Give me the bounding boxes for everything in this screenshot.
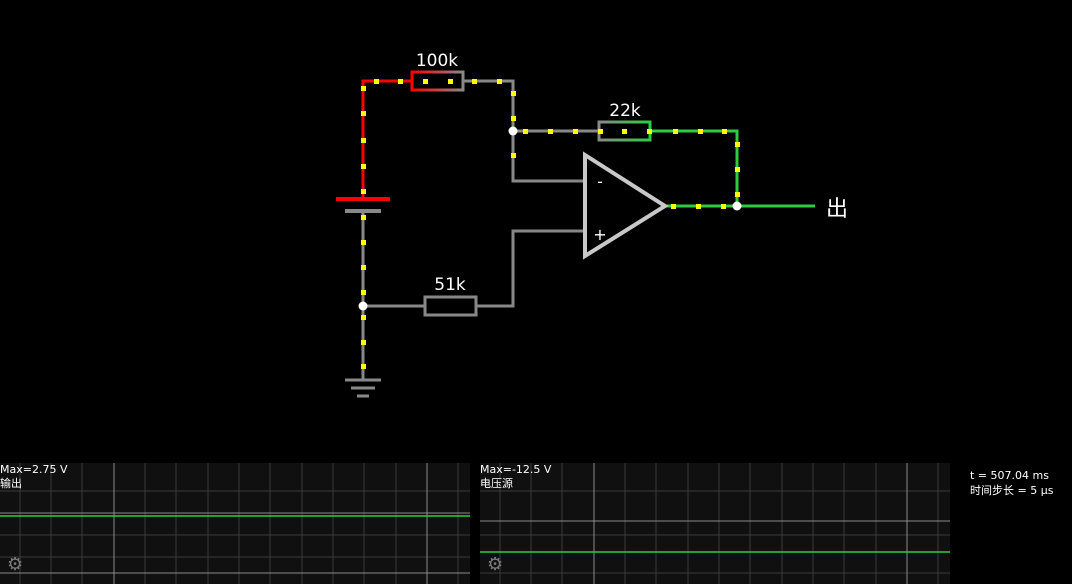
sim-timestep: 时间步长 = 5 μs: [970, 484, 1054, 497]
scope-output-gear-icon[interactable]: ⚙: [7, 554, 24, 575]
output-label: 出: [826, 197, 848, 222]
node-ground-rail: [358, 301, 368, 311]
scope-voltage-source-name: 电压源: [480, 477, 513, 490]
scope-voltage-source-grid: [480, 463, 950, 584]
scope-voltage-source[interactable]: Max=-12.5 V 电压源 ⚙: [480, 463, 950, 584]
node-output: [732, 201, 742, 211]
opamp-noninverting-label: +: [593, 225, 606, 244]
resistor-51k[interactable]: [423, 295, 478, 317]
wire-output[interactable]: [650, 129, 815, 208]
current-dots: [361, 79, 740, 369]
wire-battery-top[interactable]: [361, 79, 412, 197]
resistor-100k[interactable]: [410, 70, 465, 92]
scope-output-grid: [0, 463, 470, 584]
scope-output-max: Max=2.75 V: [0, 463, 68, 476]
ground-symbol[interactable]: [345, 378, 381, 398]
wire-gray[interactable]: [361, 79, 599, 380]
battery-source[interactable]: [336, 197, 390, 213]
scope-output[interactable]: Max=2.75 V 输出 ⚙: [0, 463, 470, 584]
circuit-canvas[interactable]: 100k 22k 51k - + 出: [0, 0, 1072, 462]
opamp-inverting-label: -: [597, 172, 603, 191]
opamp[interactable]: [583, 151, 669, 260]
resistor-100k-label: 100k: [416, 51, 458, 71]
circuit-nodes: [358, 126, 742, 311]
node-inverting: [508, 126, 518, 136]
resistor-22k-label: 22k: [609, 101, 641, 121]
resistor-51k-label: 51k: [434, 275, 466, 295]
simulation-info: t = 507.04 ms 时间步长 = 5 μs: [970, 468, 1053, 498]
scope-output-name: 输出: [0, 477, 22, 490]
scope-voltage-source-max: Max=-12.5 V: [480, 463, 552, 476]
scope-voltage-source-gear-icon[interactable]: ⚙: [487, 554, 504, 575]
sim-time: t = 507.04 ms: [970, 469, 1049, 482]
